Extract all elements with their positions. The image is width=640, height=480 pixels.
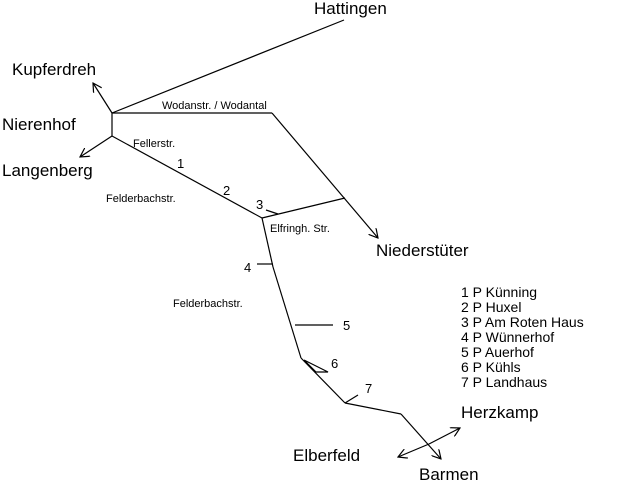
road-wodantal-to-niederstueter xyxy=(271,112,378,238)
place-nierenhof: Nierenhof xyxy=(2,115,76,134)
street-felderbachstr-south: Felderbachstr. xyxy=(173,298,243,310)
arrow-to-kupferdreh xyxy=(93,83,113,114)
legend-item-2: 2 P Huxel xyxy=(461,299,521,315)
stop-tick-7 xyxy=(344,394,359,404)
road-south-d xyxy=(344,402,402,415)
stop-number-7: 7 xyxy=(365,381,372,396)
place-niederstueter: Niederstüter xyxy=(376,241,469,260)
legend-item-6: 6 P Kühls xyxy=(461,359,521,375)
street-elfringh: Elfringh. Str. xyxy=(270,223,330,235)
place-elberfeld: Elberfeld xyxy=(293,446,360,465)
road-elfringh-str xyxy=(261,197,346,219)
stop-number-6: 6 xyxy=(331,356,338,371)
street-felderbachstr-north: Felderbachstr. xyxy=(106,193,176,205)
legend-item-3: 3 P Am Roten Haus xyxy=(461,314,584,330)
legend-item-7: 7 P Landhaus xyxy=(461,374,547,390)
place-barmen: Barmen xyxy=(419,465,479,480)
legend: 1 P Künning 2 P Huxel 3 P Am Roten Haus … xyxy=(461,284,584,390)
road-felderbachstr-south-b xyxy=(272,266,302,359)
stop-number-1: 1 xyxy=(177,156,184,171)
road-felderbachstr-south-a xyxy=(261,217,274,268)
place-herzkamp: Herzkamp xyxy=(461,403,538,422)
stop-number-5: 5 xyxy=(343,318,350,333)
arrow-to-elberfeld xyxy=(398,443,430,457)
stop-tick-3 xyxy=(265,209,279,215)
street-wodanstr: Wodanstr. / Wodantal xyxy=(162,100,267,112)
legend-item-1: 1 P Künning xyxy=(461,284,537,300)
place-hattingen: Hattingen xyxy=(314,0,387,18)
road-to-hattingen xyxy=(111,19,345,114)
arrow-to-langenberg xyxy=(80,135,113,157)
street-fellerstr: Fellerstr. xyxy=(133,138,175,150)
place-kupferdreh: Kupferdreh xyxy=(12,60,96,79)
stop-number-4: 4 xyxy=(244,260,251,275)
stop-tick-6 xyxy=(303,359,329,373)
legend-item-5: 5 P Auerhof xyxy=(461,344,534,360)
stop-number-2: 2 xyxy=(223,183,230,198)
legend-item-4: 4 P Wünnerhof xyxy=(461,329,554,345)
road-fellerstr-felderbachstr xyxy=(111,135,263,219)
arrow-to-herzkamp xyxy=(428,428,460,445)
place-langenberg: Langenberg xyxy=(2,161,93,180)
arrow-to-barmen xyxy=(400,413,441,459)
road-south-c xyxy=(300,357,346,404)
stop-number-3: 3 xyxy=(256,197,263,212)
